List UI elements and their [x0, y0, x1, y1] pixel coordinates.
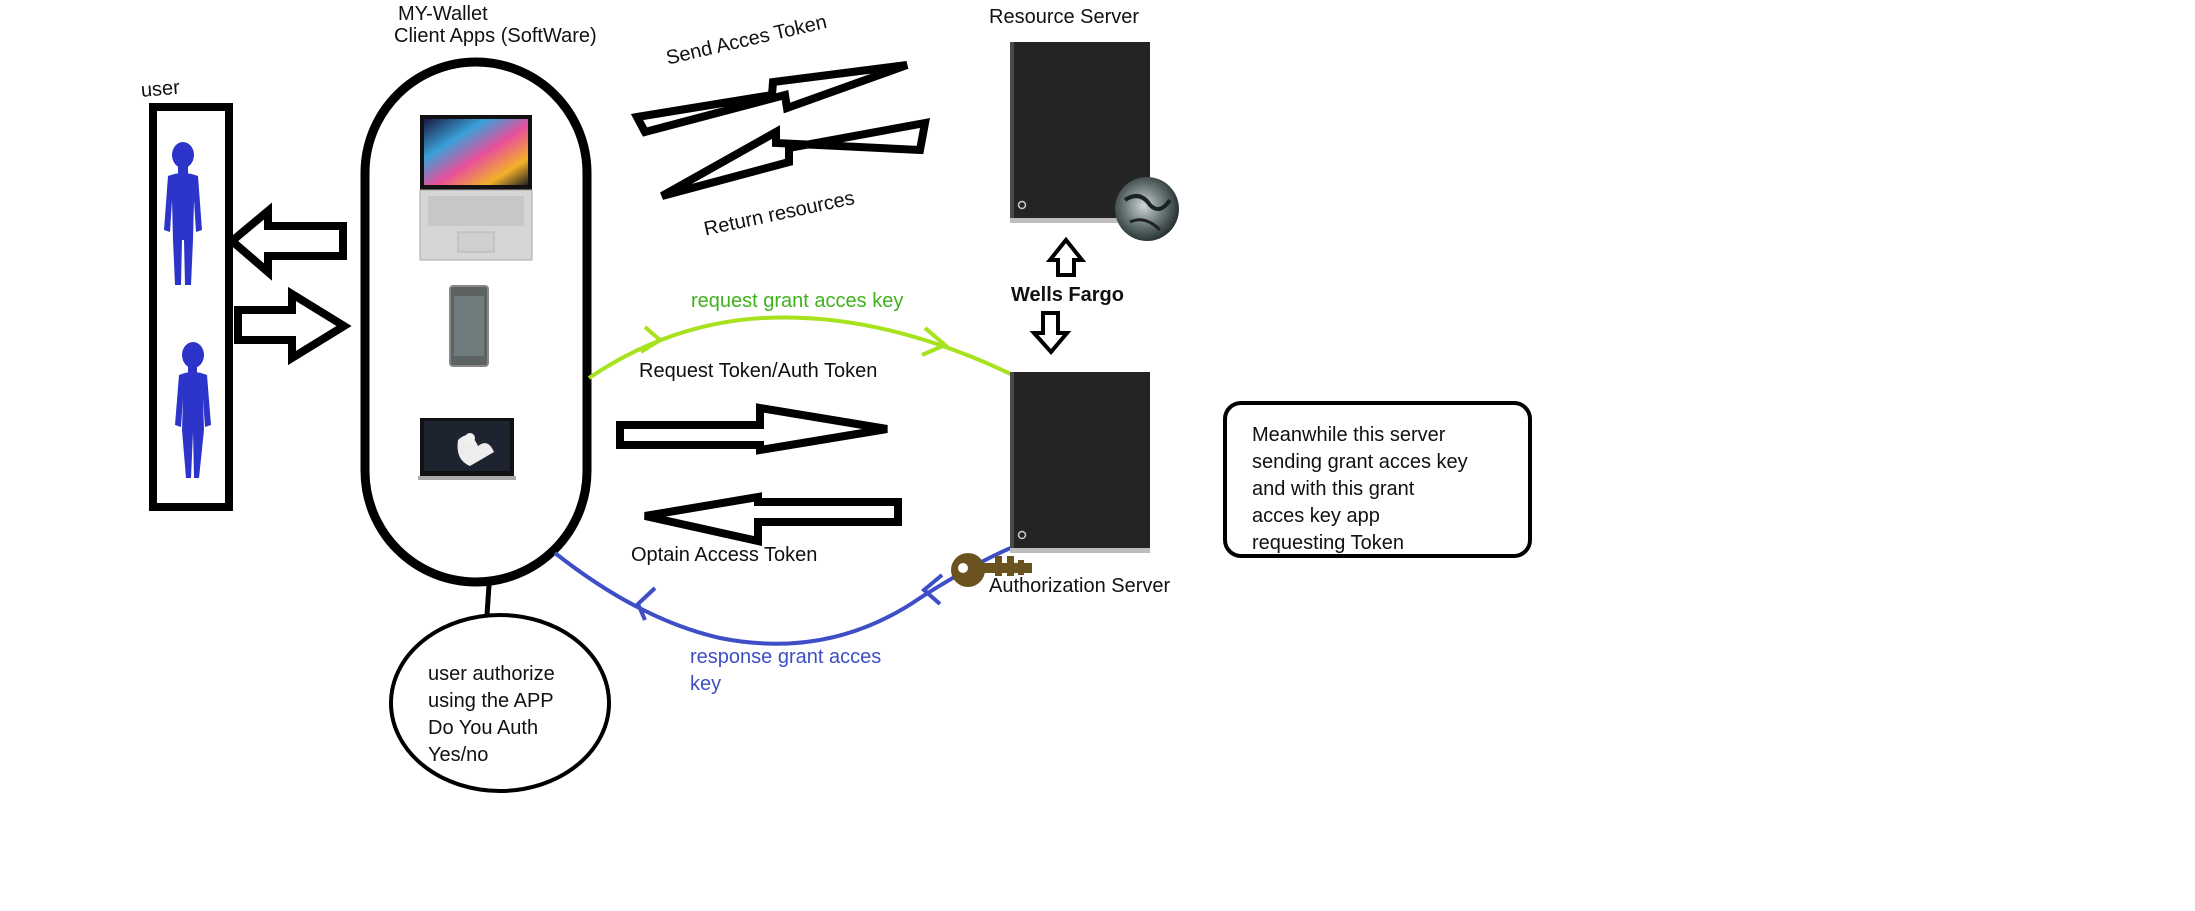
- auth-server-label: Authorization Server: [989, 575, 1171, 597]
- obtain-token-arrow: [644, 492, 902, 546]
- app-subtitle: Client Apps (SoftWare): [394, 25, 597, 47]
- note-line: Yes/no: [428, 744, 489, 766]
- note-line: acces key app: [1252, 505, 1380, 527]
- user-authorize-bubble: [389, 613, 611, 793]
- return-resources-arrow: [660, 118, 930, 200]
- response-grant-label-1: response grant acces: [690, 646, 882, 668]
- note-line: requesting Token: [1252, 532, 1404, 554]
- server-icon: [1010, 372, 1150, 553]
- arrow-up-icon: [1045, 236, 1087, 277]
- send-token-arrow: [630, 61, 909, 137]
- user-auth-note: user authorize using the APP Do You Auth…: [428, 661, 555, 769]
- wells-fargo-label: Wells Fargo: [1011, 284, 1124, 306]
- arrow-to-user: [225, 202, 347, 281]
- app-title: MY-Wallet: [398, 3, 488, 25]
- obtain-token-label: Optain Access Token: [631, 544, 818, 566]
- note-line: Meanwhile this server: [1252, 424, 1446, 446]
- note-line: user authorize: [428, 663, 555, 685]
- request-token-arrow: [616, 403, 888, 455]
- response-grant-label-2: key: [690, 673, 722, 695]
- resource-server-label: Resource Server: [989, 6, 1140, 28]
- phone-icon: [449, 285, 489, 367]
- user-box: [149, 103, 233, 511]
- note-line: and with this grant: [1252, 478, 1415, 500]
- person-icon: [175, 342, 211, 478]
- person-icon: [164, 142, 202, 285]
- note-line: Do You Auth: [428, 717, 539, 739]
- tablet-icon: [418, 418, 516, 480]
- globe-icon: [1115, 177, 1179, 241]
- server-note-box: [1223, 401, 1532, 558]
- note-line: using the APP: [428, 690, 554, 712]
- arrow-to-app: [234, 286, 352, 366]
- key-icon: [951, 553, 1032, 587]
- laptop-icon: [419, 115, 533, 261]
- arrow-down-icon: [1029, 311, 1072, 356]
- server-note: Meanwhile this server sending grant acce…: [1252, 422, 1468, 557]
- request-token-label: Request Token/Auth Token: [639, 360, 878, 382]
- request-grant-label: request grant acces key: [691, 290, 904, 312]
- note-line: sending grant acces key: [1252, 451, 1468, 473]
- user-label: user: [140, 76, 181, 102]
